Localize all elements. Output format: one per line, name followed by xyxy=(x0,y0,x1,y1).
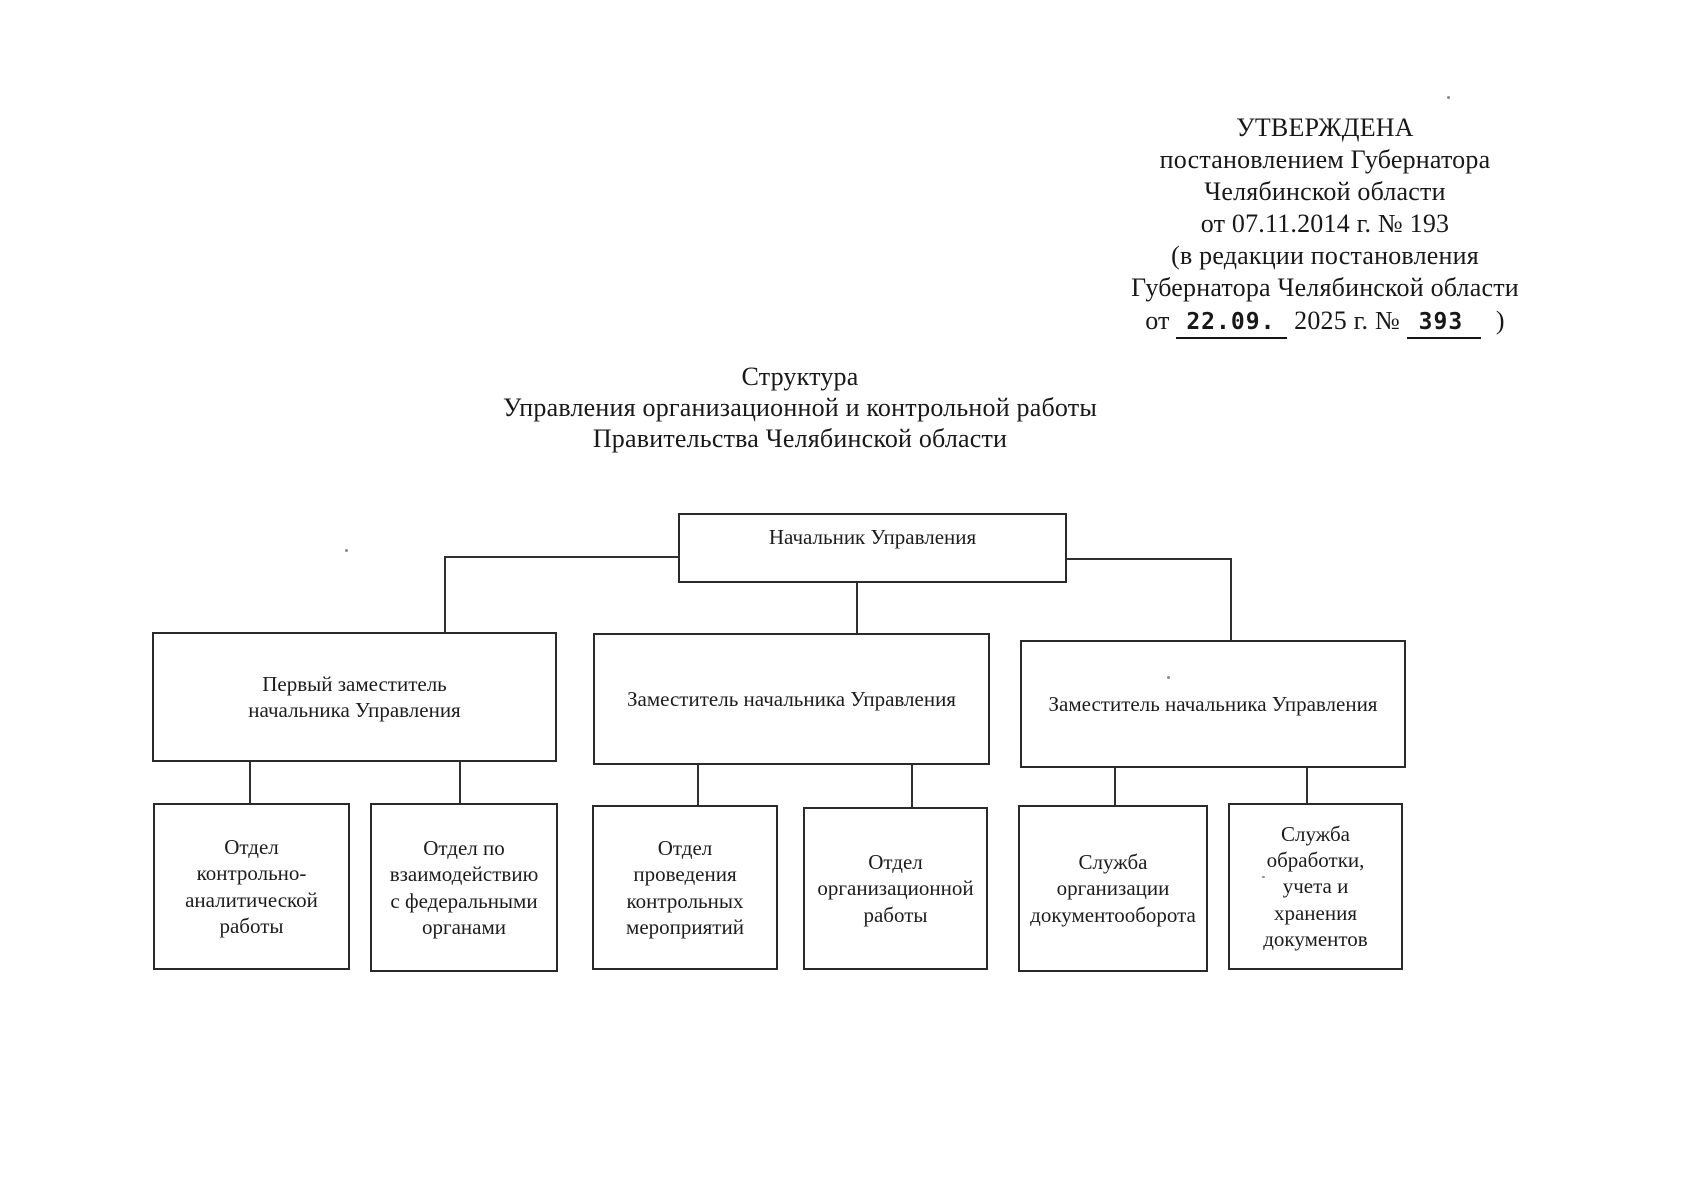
connector-root-to-left xyxy=(444,556,680,558)
connector-middle-to-child xyxy=(697,763,699,807)
connector-root-to-right xyxy=(1065,558,1232,560)
chart-title-line: Управления организационной и контрольной… xyxy=(502,393,1098,422)
amendment-line: от 22.09. 2025 г. № 393 ) xyxy=(1085,305,1565,339)
org-node-organizational-work-dept: Отдел организационной работы xyxy=(803,807,988,970)
org-node-label: Отдел организационной работы xyxy=(817,850,974,927)
amendment-middle: 2025 г. № xyxy=(1294,306,1400,335)
approval-line: Челябинской области xyxy=(1204,177,1446,206)
connector-root-to-right xyxy=(1230,558,1232,642)
connector-left-to-child xyxy=(459,760,461,805)
approval-line: Губернатора Челябинской области xyxy=(1131,273,1519,302)
approval-line: (в редакции постановления xyxy=(1171,241,1479,270)
org-node-head-of-department: Начальник Управления xyxy=(678,513,1067,583)
connector-root-to-left xyxy=(444,556,446,634)
org-node-label: Заместитель начальника Управления xyxy=(627,686,956,711)
org-node-label: Отдел проведения контрольных мероприятий xyxy=(626,836,744,939)
org-node-label: Отдел по взаимодействию с федеральными о… xyxy=(389,836,539,939)
chart-title: Структура Управления организационной и к… xyxy=(295,361,1305,454)
connector-left-to-child xyxy=(249,760,251,805)
chart-title-line: Правительства Челябинской области xyxy=(592,424,1008,453)
org-node-federal-interaction-dept: Отдел по взаимодействию с федеральными о… xyxy=(370,803,558,972)
org-node-label: Заместитель начальника Управления xyxy=(1048,691,1378,716)
org-node-label: Первый заместитель начальника Управления xyxy=(248,671,461,722)
org-node-label: Служба организации документооборота xyxy=(1030,850,1196,927)
approval-line: УТВЕРЖДЕНА xyxy=(1236,113,1414,142)
approval-line: постановлением Губернатора xyxy=(1159,145,1491,174)
org-node-deputy-2: Заместитель начальника Управления xyxy=(1020,640,1406,768)
connector-middle-to-child xyxy=(911,763,913,809)
org-node-control-events-dept: Отдел проведения контрольных мероприятий xyxy=(592,805,778,970)
connector-right-to-child xyxy=(1306,766,1308,805)
amendment-prefix: от xyxy=(1145,306,1170,335)
scan-speck xyxy=(1447,96,1450,99)
org-node-label: Отдел контрольно-аналитической работы xyxy=(185,835,318,938)
scan-speck xyxy=(1262,876,1265,878)
amendment-closing-paren: ) xyxy=(1495,306,1505,335)
org-node-document-storage-service: Служба обработки, учета и хранения докум… xyxy=(1228,803,1403,970)
amendment-date-filled-value: 22.09. xyxy=(1176,309,1288,339)
org-node-control-analytical-dept: Отдел контрольно-аналитической работы xyxy=(153,803,350,970)
chart-title-line: Структура xyxy=(741,362,859,391)
org-node-deputy-1: Заместитель начальника Управления xyxy=(593,633,990,765)
org-node-label: Служба обработки, учета и хранения докум… xyxy=(1263,822,1368,951)
approval-block: УТВЕРЖДЕНА постановлением Губернатора Че… xyxy=(1085,112,1565,339)
connector-right-to-child xyxy=(1114,766,1116,807)
org-node-document-flow-service: Служба организации документооборота xyxy=(1018,805,1208,972)
org-node-label: Начальник Управления xyxy=(768,525,977,549)
amendment-number-filled-value: 393 xyxy=(1406,309,1482,339)
approval-line: от 07.11.2014 г. № 193 xyxy=(1200,209,1450,238)
org-node-first-deputy: Первый заместитель начальника Управления xyxy=(152,632,557,762)
scan-speck xyxy=(345,549,348,552)
connector-root-to-middle xyxy=(856,581,858,635)
scan-speck xyxy=(1167,676,1170,679)
